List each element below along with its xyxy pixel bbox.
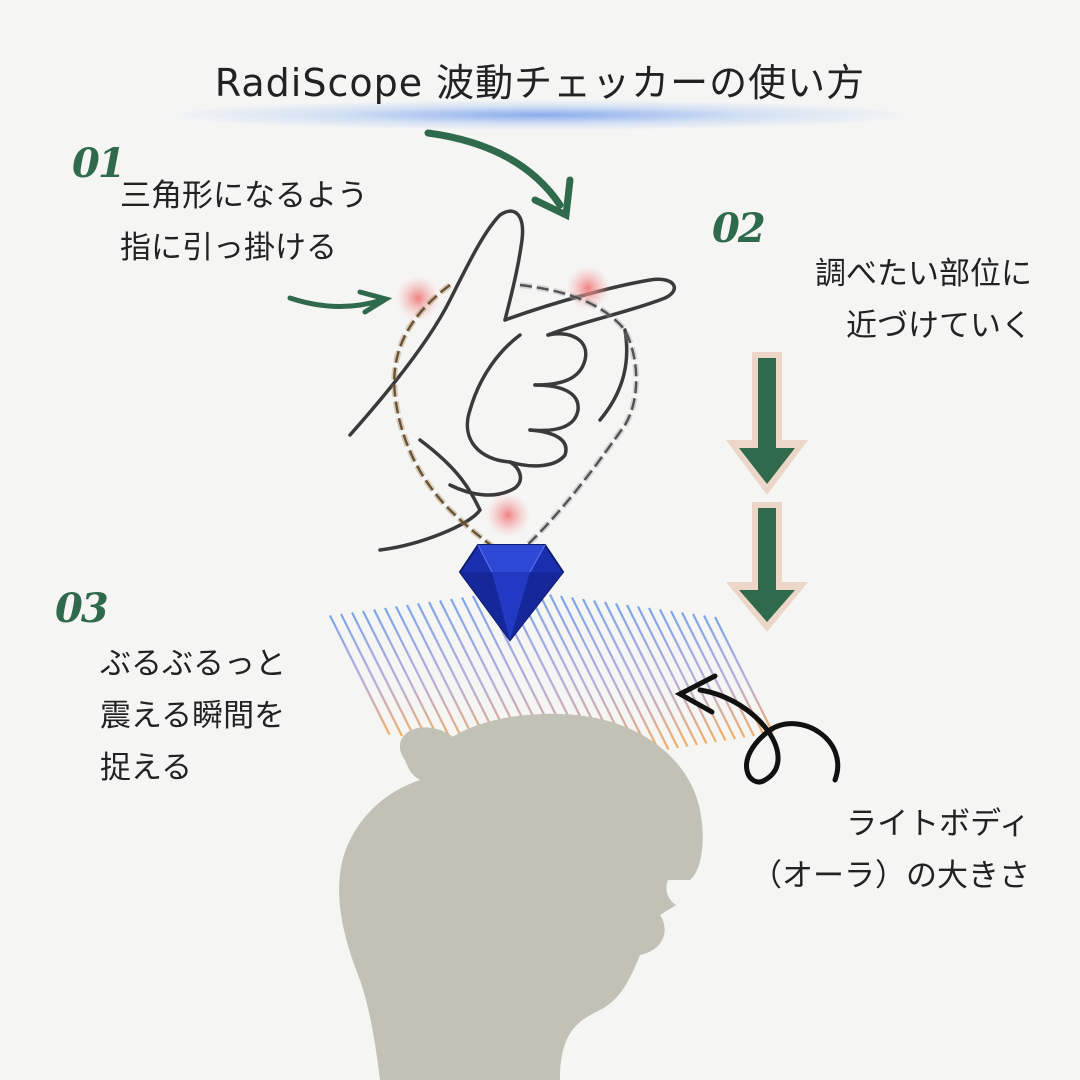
- aura-ray: [692, 613, 755, 737]
- aura-ray: [417, 603, 491, 747]
- aura-ray: [714, 616, 774, 734]
- step-3-line-1: ぶるぶるっと: [100, 646, 286, 682]
- aura-ray: [593, 600, 670, 750]
- aura-label-line-1: ライトボディ: [846, 806, 1030, 842]
- aura-ray: [384, 607, 453, 743]
- aura-ray: [626, 604, 698, 746]
- step-1-line-2: 指に引っ掛ける: [120, 230, 337, 266]
- step-3-line-3: 捉える: [100, 750, 193, 786]
- aura-ray: [659, 609, 727, 741]
- aura-ray: [582, 598, 660, 752]
- step-1-text: 三角形になるよう 指に引っ掛ける: [120, 170, 368, 274]
- aura-ray: [604, 601, 679, 749]
- aura-ray: [571, 597, 651, 753]
- curved-arrow-icon: [424, 129, 574, 221]
- curved-arrow-icon: [287, 289, 393, 315]
- step-3-line-2: 震える瞬間を: [100, 698, 286, 734]
- step-1-line-1: 三角形になるよう: [120, 178, 368, 214]
- aura-label-line-2: （オーラ）の大きさ: [751, 858, 1030, 894]
- step-3-text: ぶるぶるっと 震える瞬間を 捉える: [100, 638, 286, 794]
- page-title: RadiScope 波動チェッカーの使い方: [214, 61, 866, 105]
- hand-icon: [348, 209, 677, 552]
- aura-ray: [648, 607, 717, 743]
- chain-icon: [391, 282, 640, 558]
- step-2-number: 02: [712, 205, 766, 252]
- aura-ray: [637, 606, 708, 744]
- head-silhouette-icon: [339, 713, 703, 1080]
- step-3-number: 03: [55, 585, 109, 632]
- aura-ray: [406, 604, 478, 746]
- aura-ray: [362, 610, 428, 740]
- step-2-line-1: 調べたい部位に: [815, 256, 1032, 292]
- touch-points: [396, 266, 610, 537]
- down-arrow-icon: [726, 352, 808, 632]
- step-2-line-2: 近づけていく: [846, 308, 1032, 344]
- gem-pendant-icon: [458, 544, 565, 642]
- aura-ray: [670, 610, 736, 740]
- aura-ray: [373, 609, 441, 741]
- aura-ray: [329, 615, 391, 735]
- step-2-text: 調べたい部位に 近づけていく: [815, 248, 1032, 352]
- curved-arrow-icon: [674, 673, 840, 785]
- aura-ray: [615, 603, 689, 747]
- aura-label: ライトボディ （オーラ）の大きさ: [751, 798, 1030, 902]
- aura-ray: [340, 613, 403, 737]
- aura-ray: [351, 612, 416, 738]
- step-1-number: 01: [72, 140, 126, 187]
- aura-ray: [395, 606, 466, 744]
- title-glow: [170, 100, 910, 130]
